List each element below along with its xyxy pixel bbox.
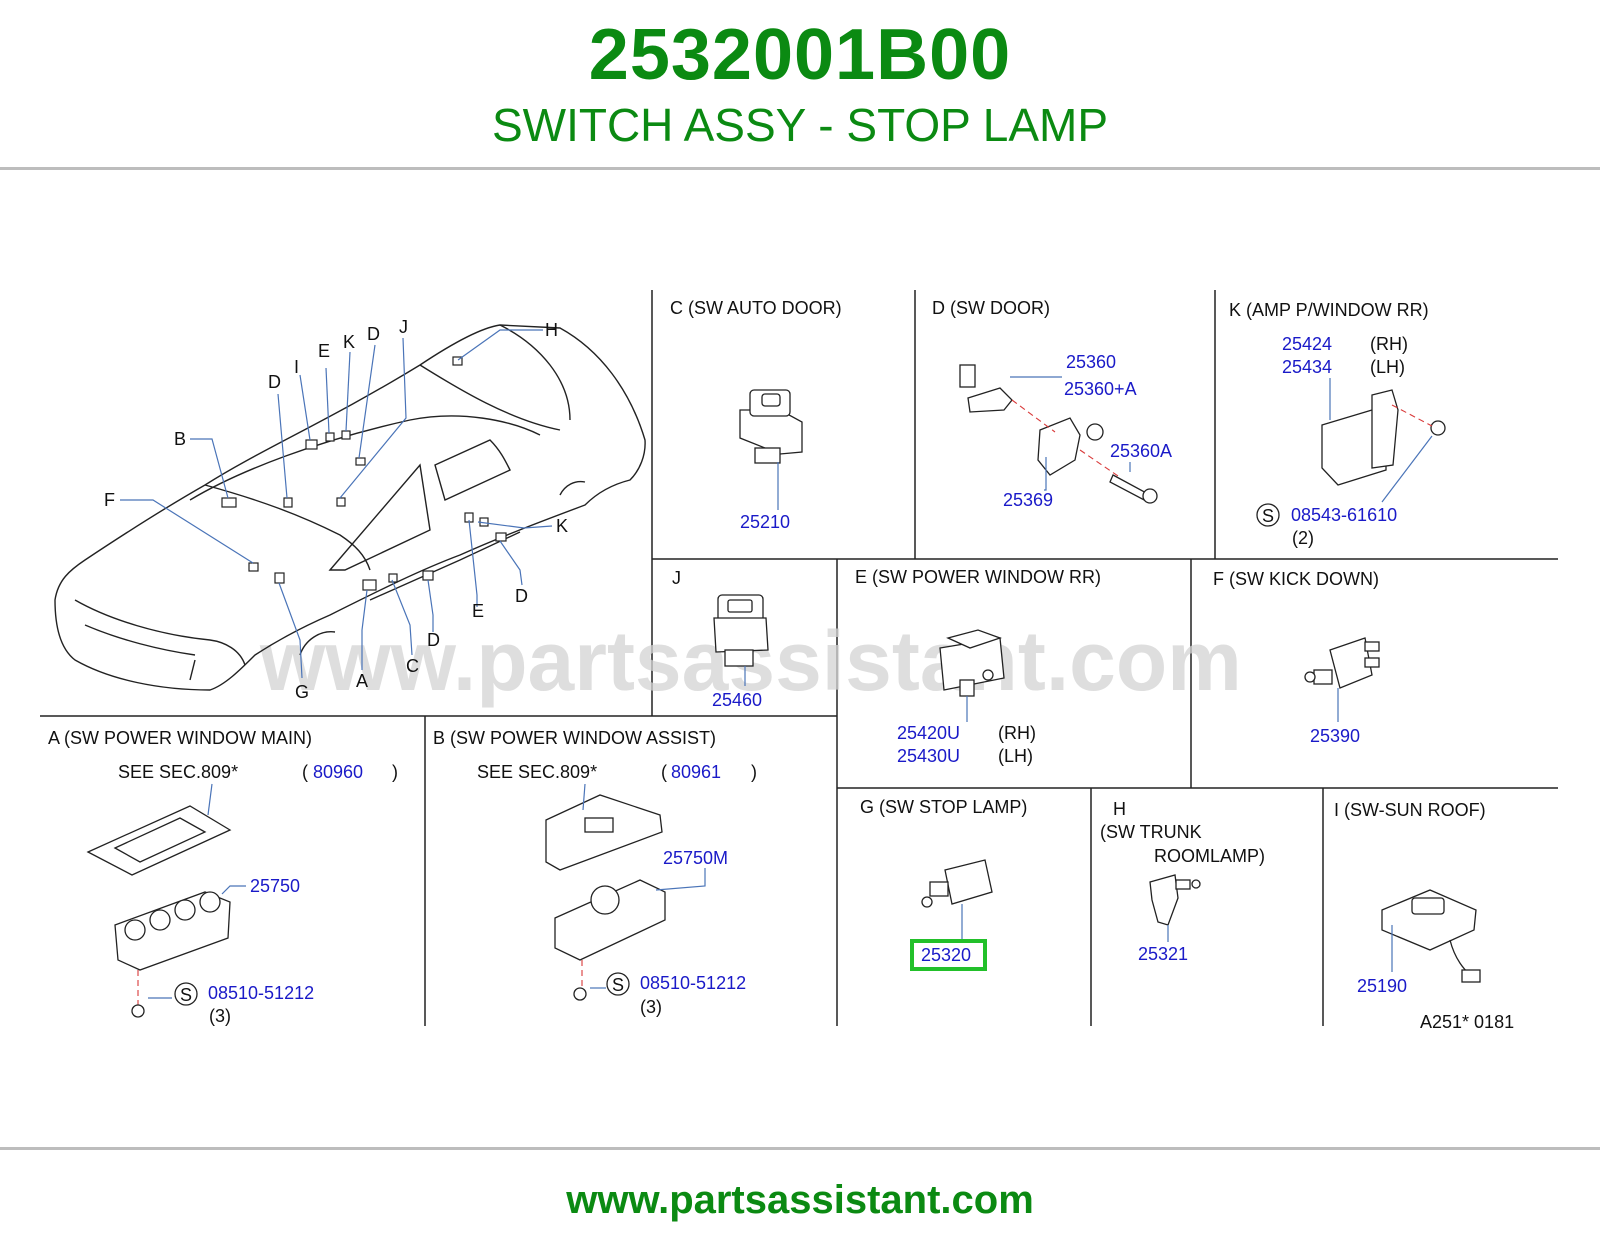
part-number-label[interactable]: 25424 [1282,334,1332,354]
callout-label: C [406,656,419,676]
callout-label: E [472,601,484,621]
part-number-label[interactable]: 25434 [1282,357,1332,377]
callout-label: F [104,490,115,510]
panel-k-title: K (AMP P/WINDOW RR) [1229,300,1429,320]
highlighted-part-box [910,939,987,971]
panel-g: G (SW STOP LAMP) 25320 [860,797,1027,971]
header-divider [0,167,1600,170]
quantity-label: (3) [209,1006,231,1026]
screw-symbol: S [1262,506,1274,526]
quantity-label: (2) [1292,528,1314,548]
callout-label: I [294,357,299,377]
callout-label: J [399,317,408,337]
part-number-label[interactable]: 80960 [313,762,363,782]
callout-label: H [545,320,558,340]
panel-g-title: G (SW STOP LAMP) [860,797,1027,817]
screw-symbol: S [180,985,192,1005]
part-number-label[interactable]: 25430U [897,746,960,766]
part-number-label[interactable]: 80961 [671,762,721,782]
screw-symbol: S [612,975,624,995]
side-label: (RH) [998,723,1036,743]
panel-h-title-2: (SW TRUNK [1100,822,1202,842]
panel-c: C (SW AUTO DOOR) 25210 [670,298,842,532]
callout-label: A [356,671,368,691]
footer-divider [0,1147,1600,1150]
callout-label: E [318,341,330,361]
highlighted-part-number[interactable]: 25320 [921,945,971,965]
panel-i-title: I (SW-SUN ROOF) [1334,800,1486,820]
part-number-label[interactable]: 25750 [250,876,300,896]
footer-website-link[interactable]: www.partsassistant.com [566,1178,1034,1222]
part-number-label[interactable]: 25420U [897,723,960,743]
part-number-title: 2532001B00 [588,15,1012,95]
panel-k: K (AMP P/WINDOW RR) 25424 (RH) 25434 (LH… [1229,300,1446,548]
panel-d: D (SW DOOR) 25360 25360+A 25360A 25369 [932,298,1172,510]
part-number-label[interactable]: 08510-51212 [640,973,746,993]
panel-b: B (SW POWER WINDOW ASSIST) SEE SEC.809* … [433,728,757,1017]
diagram-code: A251* 0181 [1420,1012,1514,1032]
part-number-label[interactable]: 25210 [740,512,790,532]
panel-h-title-3: ROOMLAMP) [1154,846,1265,866]
side-label: (LH) [998,746,1033,766]
part-number-label[interactable]: 25750M [663,848,728,868]
part-description: SWITCH ASSY - STOP LAMP [491,99,1109,151]
part-number-label[interactable]: 25321 [1138,944,1188,964]
panel-d-title: D (SW DOOR) [932,298,1050,318]
panel-j: J 25460 [672,568,769,710]
callout-label: D [515,586,528,606]
paren-close: ) [751,762,757,782]
callout-label: D [367,324,380,344]
part-number-label[interactable]: 25190 [1357,976,1407,996]
panel-h: H (SW TRUNK ROOMLAMP) 25321 [1100,799,1265,964]
callout-label: D [427,630,440,650]
panel-i: I (SW-SUN ROOF) 25190 A251* 0181 [1334,800,1514,1032]
panel-h-title: H [1113,799,1126,819]
panel-c-title: C (SW AUTO DOOR) [670,298,842,318]
part-number-label[interactable]: 25460 [712,690,762,710]
parts-diagram: www.partsassistant.com [40,290,1558,1032]
paren-open: ( [661,762,667,782]
part-number-label[interactable]: 25390 [1310,726,1360,746]
part-number-label[interactable]: 25360+A [1064,379,1137,399]
panel-b-title: B (SW POWER WINDOW ASSIST) [433,728,716,748]
panel-e: E (SW POWER WINDOW RR) 25420U (RH) 25430… [855,567,1101,766]
part-number-label[interactable]: 08543-61610 [1291,505,1397,525]
side-label: (LH) [1370,357,1405,377]
panel-f-title: F (SW KICK DOWN) [1213,569,1379,589]
car-callout-labels: H E K D J I D B F K D E D C A G [104,317,568,702]
callout-label: K [556,516,568,536]
paren-open: ( [302,762,308,782]
callout-label: G [295,682,309,702]
part-number-label[interactable]: 25369 [1003,490,1053,510]
see-section-note: SEE SEC.809* [477,762,597,782]
panel-e-title: E (SW POWER WINDOW RR) [855,567,1101,587]
paren-close: ) [392,762,398,782]
part-number-label[interactable]: 25360 [1066,352,1116,372]
part-number-label[interactable]: 08510-51212 [208,983,314,1003]
part-number-label[interactable]: 25360A [1110,441,1172,461]
callout-label: K [343,332,355,352]
see-section-note: SEE SEC.809* [118,762,238,782]
panel-j-title: J [672,568,681,588]
callout-label: D [268,372,281,392]
car-illustration [54,324,646,691]
panel-a: A (SW POWER WINDOW MAIN) SEE SEC.809* ( … [48,728,398,1026]
side-label: (RH) [1370,334,1408,354]
panel-f: F (SW KICK DOWN) 25390 [1213,569,1380,746]
callout-label: B [174,429,186,449]
panel-a-title: A (SW POWER WINDOW MAIN) [48,728,312,748]
quantity-label: (3) [640,997,662,1017]
